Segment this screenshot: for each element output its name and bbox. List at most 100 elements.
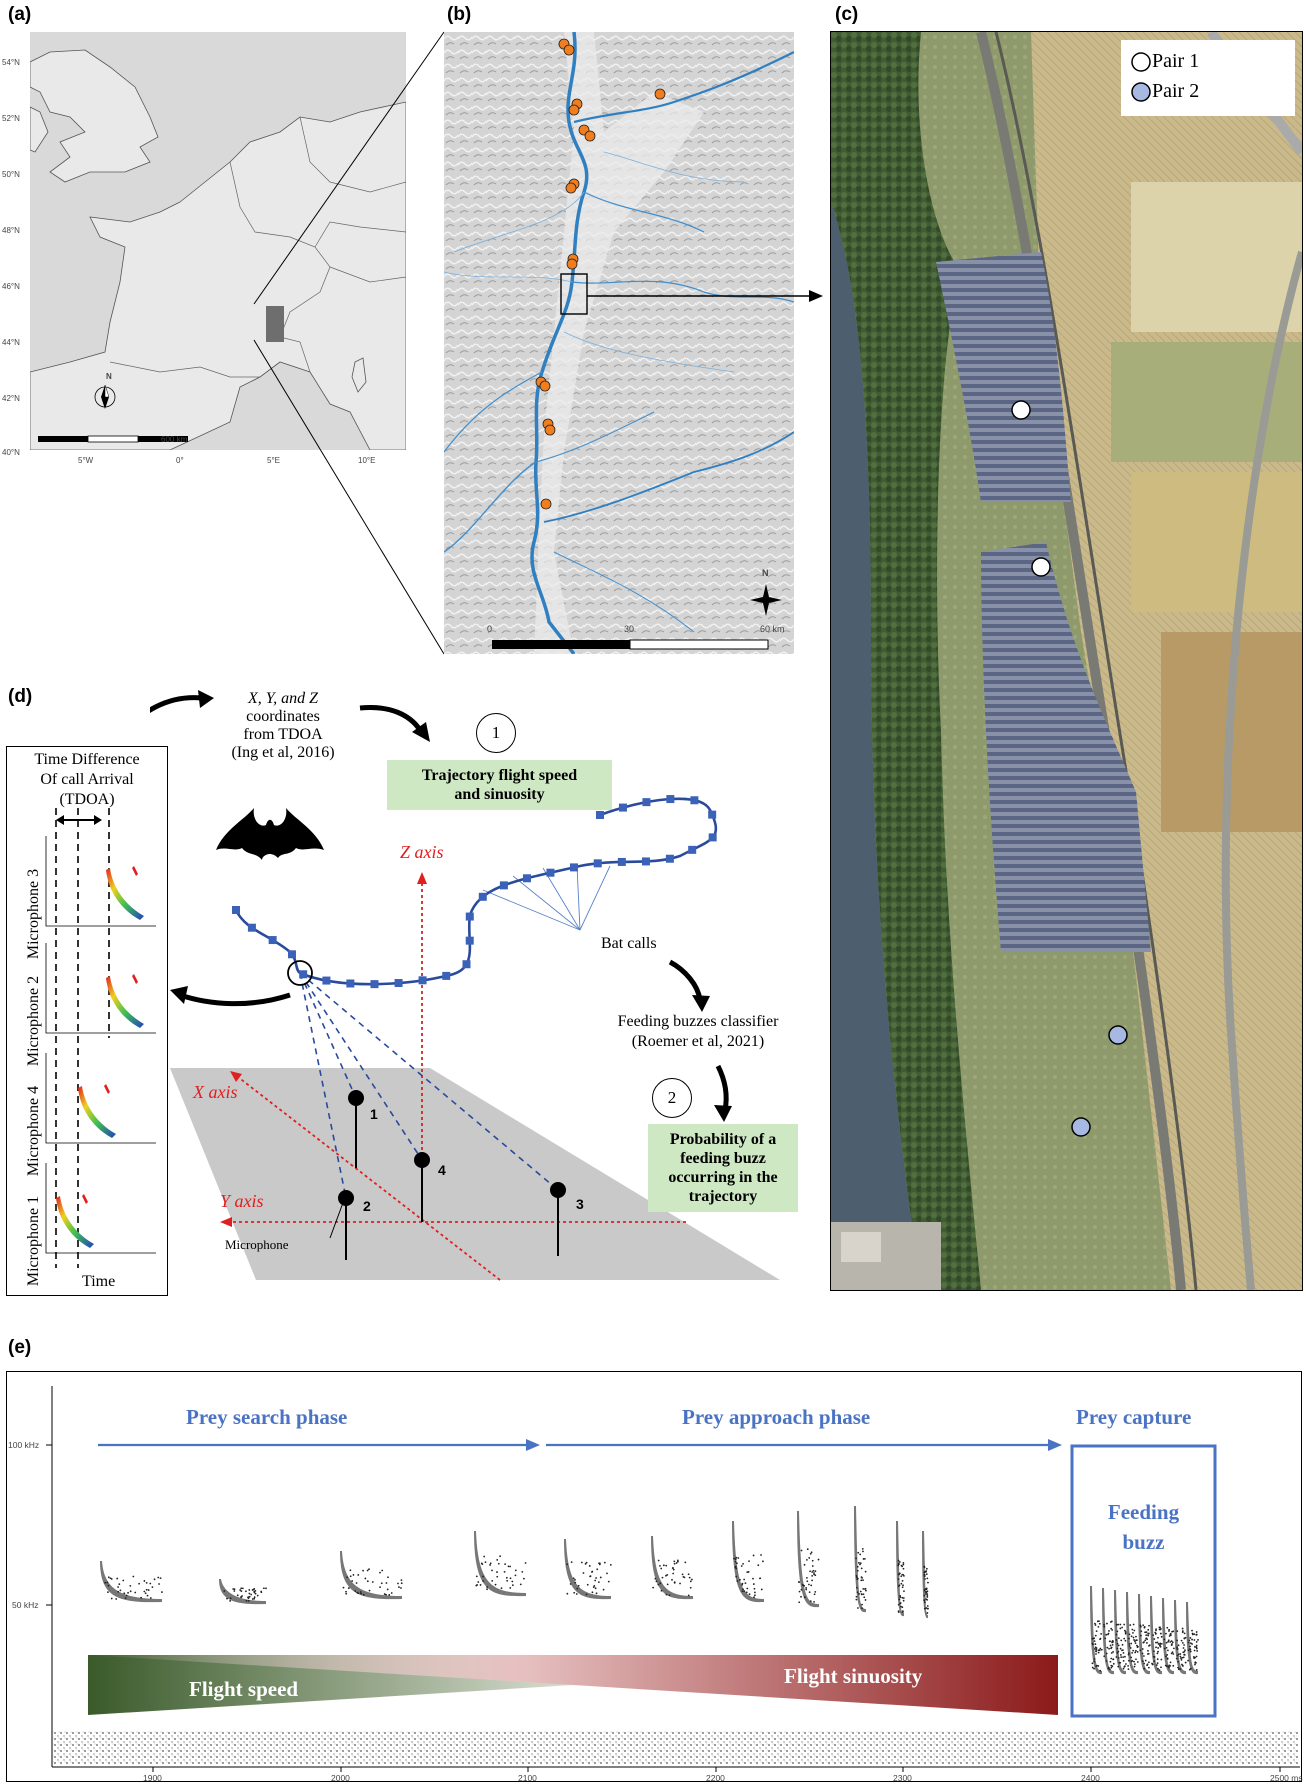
trajectory-point bbox=[690, 796, 698, 804]
legend-pair2-label: Pair 2 bbox=[1152, 80, 1199, 103]
microphone-4 bbox=[414, 1152, 430, 1168]
trajectory-point bbox=[269, 936, 277, 944]
trajectory-point bbox=[442, 972, 450, 980]
panel-label-c: (c) bbox=[835, 4, 858, 26]
legend-pair1-marker bbox=[1132, 53, 1150, 71]
microphone-2 bbox=[338, 1190, 354, 1206]
trajectory-point bbox=[500, 881, 508, 889]
call-mic3 bbox=[106, 868, 144, 920]
legend-box bbox=[1121, 40, 1295, 116]
trajectory-point bbox=[462, 960, 470, 968]
site-marker bbox=[564, 45, 574, 55]
call bbox=[732, 1521, 764, 1602]
call bbox=[1138, 1594, 1151, 1674]
call bbox=[651, 1536, 693, 1599]
pair2-marker bbox=[1109, 1026, 1127, 1044]
flight-speed-label: Flight speed bbox=[189, 1677, 298, 1702]
x-tick: 2500 ms bbox=[1270, 1773, 1303, 1783]
call bbox=[922, 1531, 929, 1618]
tdoa-title: Time Difference Of call Arrival (TDOA) bbox=[6, 750, 168, 810]
scale-tick-b: 60 km bbox=[760, 624, 785, 634]
x-axis-label: X axis bbox=[193, 1082, 238, 1103]
trajectory-point bbox=[322, 977, 330, 985]
microphone-label: Microphone bbox=[225, 1237, 289, 1253]
site-marker bbox=[569, 105, 579, 115]
trajectory-point bbox=[570, 863, 578, 871]
trajectory-point bbox=[288, 950, 296, 958]
call bbox=[564, 1539, 612, 1599]
lat-tick: 50°N bbox=[2, 170, 20, 179]
aerial-image bbox=[831, 32, 1302, 1290]
lat-tick: 42°N bbox=[2, 394, 20, 403]
site-marker bbox=[655, 89, 665, 99]
feeding-buzz-box bbox=[1072, 1446, 1215, 1716]
trajectory-point bbox=[466, 937, 474, 945]
arrow-icon bbox=[170, 986, 188, 1004]
north-label-b: N bbox=[762, 568, 769, 578]
call bbox=[797, 1511, 819, 1607]
lat-tick: 54°N bbox=[2, 58, 20, 67]
x-tick: 2400 bbox=[1081, 1773, 1100, 1783]
panel-label-e: (e) bbox=[8, 1337, 31, 1359]
mic-number: 2 bbox=[363, 1198, 371, 1214]
mic-label: Microphone 1 bbox=[25, 1171, 43, 1311]
pair2-marker bbox=[1072, 1118, 1090, 1136]
x-tick: 2100 bbox=[518, 1773, 537, 1783]
trajectory-point bbox=[596, 811, 604, 819]
call-mic1 bbox=[56, 1196, 94, 1248]
trajectory-point bbox=[419, 976, 427, 984]
call bbox=[1174, 1600, 1187, 1674]
feeding-buzz-label: Feeding buzz bbox=[1072, 1497, 1215, 1557]
z-axis-label: Z axis bbox=[400, 842, 444, 863]
call bbox=[896, 1521, 905, 1616]
trajectory-point bbox=[618, 858, 626, 866]
zoom-arrow bbox=[587, 284, 827, 308]
bat-calls-label: Bat calls bbox=[601, 935, 657, 953]
trajectory-point bbox=[666, 795, 674, 803]
trajectory-point bbox=[346, 979, 354, 987]
scale-label-a: 600 km bbox=[161, 435, 187, 444]
trajectory-point bbox=[688, 846, 696, 854]
lat-tick: 52°N bbox=[2, 114, 20, 123]
mic-number: 3 bbox=[576, 1196, 584, 1212]
step2-number: 2 bbox=[652, 1078, 692, 1118]
relief-map bbox=[444, 32, 794, 654]
arrow-icon bbox=[526, 1439, 540, 1451]
x-tick: 1900 bbox=[143, 1773, 162, 1783]
phase-capture-label: Prey capture bbox=[1076, 1405, 1191, 1430]
trajectory-point bbox=[666, 855, 674, 863]
panel-label-a: (a) bbox=[8, 4, 31, 26]
call bbox=[1186, 1602, 1199, 1674]
trajectory-point bbox=[299, 970, 307, 978]
trajectory-point bbox=[594, 859, 602, 867]
scale-tick-b: 0 bbox=[487, 624, 492, 634]
call-shape bbox=[56, 866, 144, 1248]
call bbox=[1126, 1592, 1139, 1674]
call bbox=[854, 1506, 867, 1612]
echolocation-calls bbox=[100, 1506, 1199, 1674]
noise-band bbox=[53, 1731, 1298, 1765]
call bbox=[1162, 1598, 1175, 1674]
lat-tick: 46°N bbox=[2, 282, 20, 291]
site-marker bbox=[545, 425, 555, 435]
trajectory-point bbox=[708, 811, 716, 819]
lon-tick: 5°W bbox=[78, 456, 93, 465]
bat-icon bbox=[216, 808, 324, 860]
trajectory-point bbox=[479, 893, 487, 901]
y-tick: 100 kHz bbox=[8, 1440, 39, 1450]
y-axis-label: Y axis bbox=[220, 1191, 264, 1212]
microphone-1 bbox=[348, 1090, 364, 1106]
time-label: Time bbox=[82, 1273, 115, 1291]
y-tick: 50 kHz bbox=[12, 1600, 38, 1610]
trajectory-point bbox=[523, 874, 531, 882]
site-marker bbox=[540, 381, 550, 391]
north-label-a: N bbox=[106, 372, 112, 381]
call bbox=[100, 1561, 163, 1602]
step2-box: Probability of a feeding buzz occurring … bbox=[648, 1124, 798, 1212]
call bbox=[340, 1551, 403, 1599]
panel-c-aerial bbox=[830, 31, 1303, 1291]
mic-number: 1 bbox=[370, 1106, 378, 1122]
trajectory-point bbox=[709, 833, 717, 841]
call bbox=[1114, 1590, 1127, 1674]
site-marker bbox=[585, 131, 595, 141]
